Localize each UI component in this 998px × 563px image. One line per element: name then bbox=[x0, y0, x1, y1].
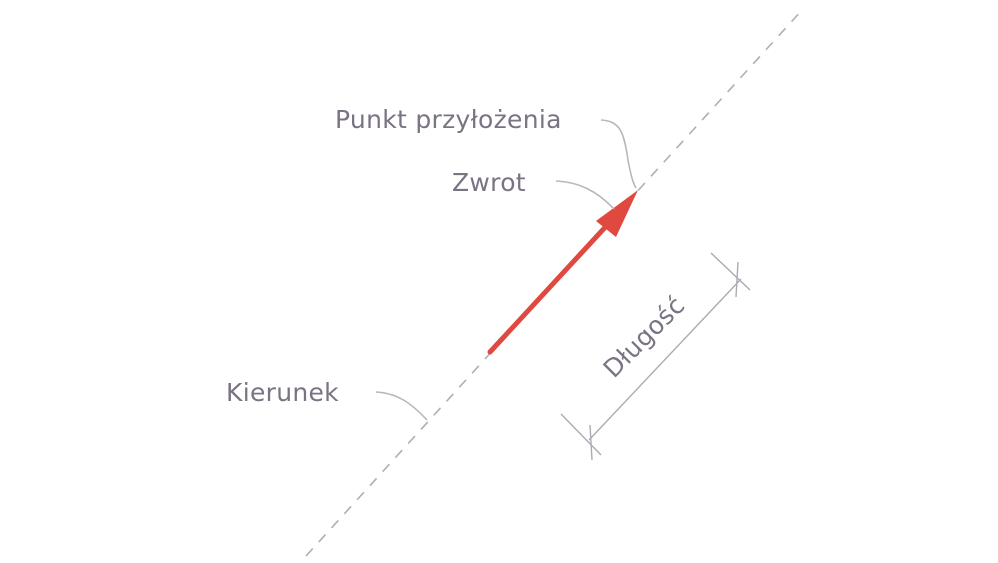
magnitude-dimension-line bbox=[588, 278, 742, 441]
magnitude-cross-top bbox=[735, 261, 739, 298]
magnitude-tick-top bbox=[710, 252, 751, 291]
direction-leader bbox=[375, 391, 428, 421]
sense-leader bbox=[555, 180, 615, 210]
force-vector-arrowhead bbox=[596, 190, 638, 237]
application-point-leader bbox=[600, 119, 637, 189]
magnitude-cross-bottom bbox=[589, 424, 593, 461]
sense-label: Zwrot bbox=[452, 168, 526, 197]
force-vector-shaft bbox=[487, 219, 613, 355]
magnitude-label: Długość bbox=[598, 291, 691, 384]
application-point-label: Punkt przyłożenia bbox=[335, 105, 562, 134]
direction-label: Kierunek bbox=[226, 378, 339, 407]
magnitude-tick-bottom bbox=[560, 413, 602, 456]
